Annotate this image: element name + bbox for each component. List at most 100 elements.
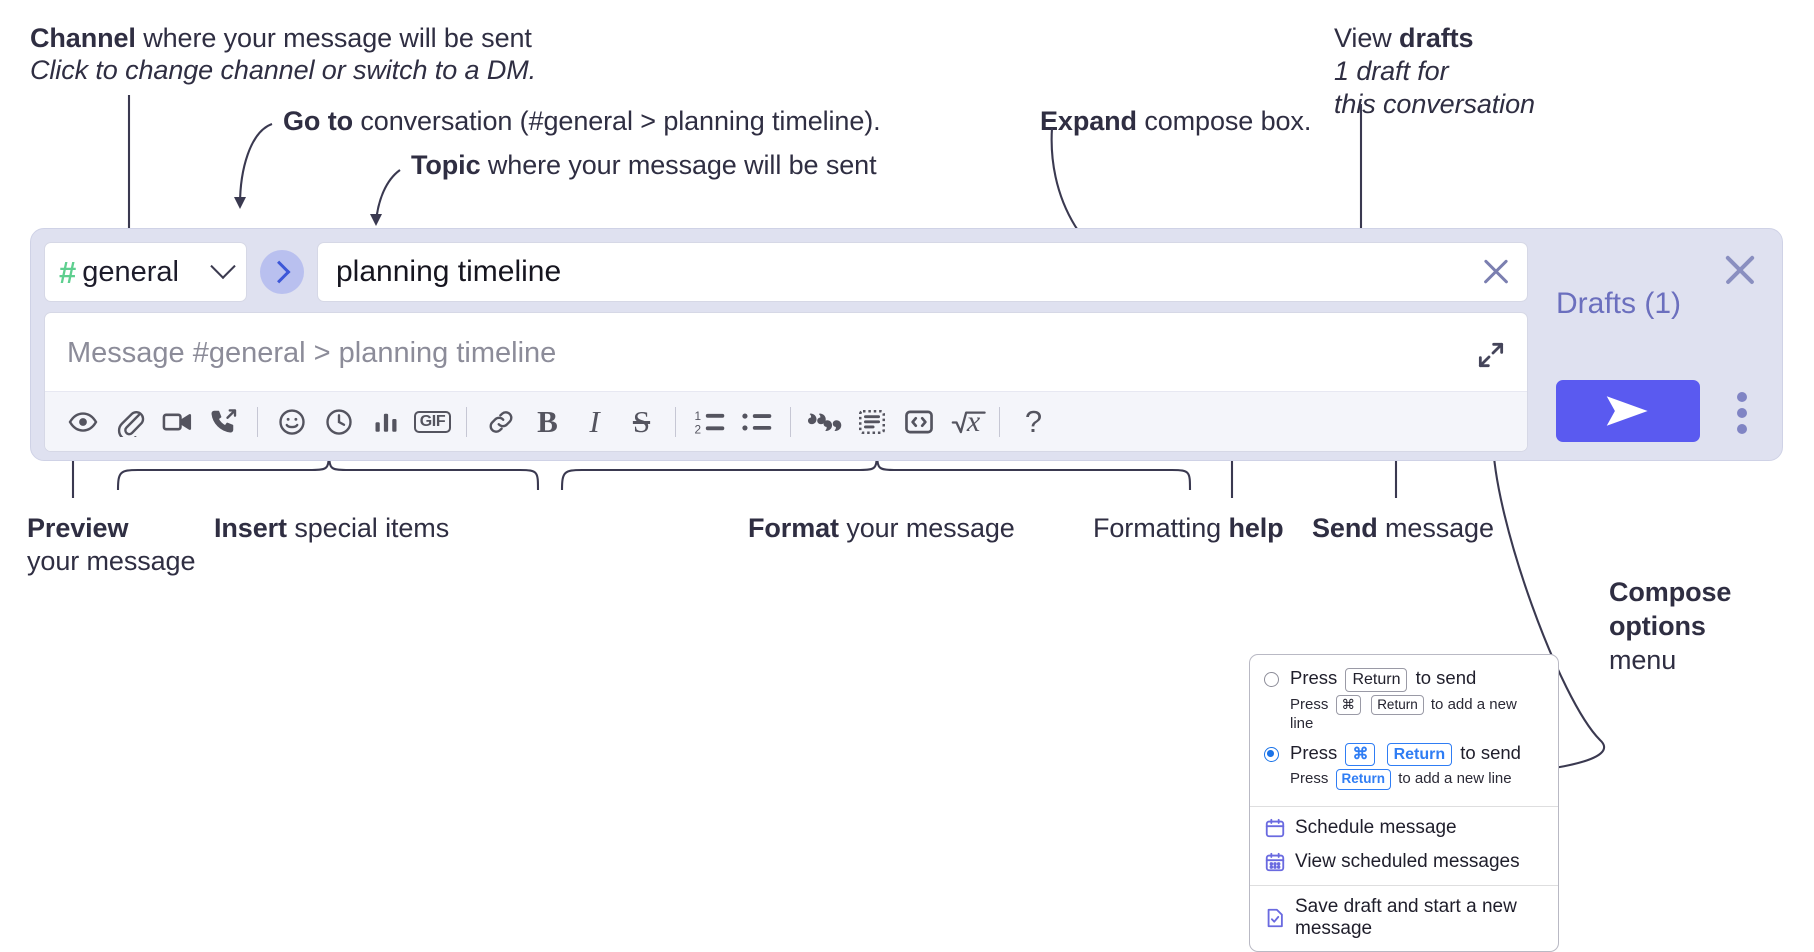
menu-option-1-sub: Press ⌘ Return to add a new line [1250,694,1558,742]
message-placeholder: Message #general > planning timeline [67,337,557,369]
menu-opt1-sub-suffix: to add a new line [1290,695,1517,732]
annotation-expand: Expand compose box. [1040,105,1311,138]
menu-option-return-to-send[interactable]: Press Return to send [1250,667,1558,692]
menu-item-save-draft[interactable]: Save draft and start a new message [1250,890,1558,951]
compose-header-row: # general planning timeline [44,242,1528,302]
bulleted-list-icon[interactable] [733,398,780,445]
annotation-drafts-bold: drafts [1399,23,1474,53]
menu-option-2-text: Press ⌘ Return to send [1290,742,1521,767]
emoji-smile-icon[interactable] [268,398,315,445]
annotation-send-bold: Send [1312,513,1378,543]
math-x-label: x [966,404,981,438]
chevron-right-icon [267,260,291,284]
paperclip-icon[interactable] [106,398,153,445]
close-icon[interactable] [1479,255,1513,289]
go-to-conversation-button[interactable] [260,250,304,294]
compose-main-column: # general planning timeline Message #gen… [44,242,1528,452]
annotation-topic-rest: where your message will be sent [480,150,877,180]
channel-name: general [82,255,179,288]
key-return: Return [1371,694,1424,715]
annotation-insert-bold: Insert [214,513,287,543]
topic-input[interactable]: planning timeline [317,242,1528,302]
strikethrough-icon[interactable]: S [632,403,651,439]
annotation-compose-opts-1: Compose [1609,577,1732,607]
key-return: Return [1335,769,1392,790]
annotation-expand-rest: compose box. [1136,106,1312,136]
hash-icon: # [59,254,77,290]
toolbar-divider [999,406,1000,437]
annotation-channel-sub-text: Click to change channel or switch to a D… [30,55,537,85]
radio-button-selected[interactable] [1264,746,1279,762]
annotation-drafts-pre: View [1334,23,1400,53]
annotation-goto-rest: conversation (#general > planning timeli… [352,106,881,136]
italic-icon[interactable]: I [589,403,600,439]
annotation-compose-opts-2: options [1609,610,1706,641]
annotation-insert: Insert special items [214,512,449,545]
key-return: Return [1345,668,1408,692]
annotation-drafts-line3: this conversation [1334,88,1535,119]
drafts-link[interactable]: Drafts (1) [1556,287,1682,320]
inline-code-icon[interactable] [895,398,942,445]
send-paper-plane-icon [1606,396,1648,426]
annotation-help-bold: help [1228,513,1284,543]
video-camera-icon[interactable] [153,398,200,445]
menu-item-view-scheduled[interactable]: View scheduled messages [1250,845,1558,879]
annotation-goto: Go to conversation (#general > planning … [283,105,881,138]
expand-diagonal-icon[interactable] [1475,339,1507,371]
annotation-help: Formatting help [1093,512,1284,545]
annotation-format: Format your message [748,512,1015,545]
message-input-area[interactable]: Message #general > planning timeline [44,312,1528,452]
clock-icon[interactable] [315,398,362,445]
gif-label: GIF [413,410,452,433]
annotation-goto-bold: Go to [283,106,353,136]
compose-box: # general planning timeline Message #gen… [30,228,1783,461]
menu-option-cmd-return-to-send[interactable]: Press ⌘ Return to send [1250,742,1558,767]
toolbar-divider [790,406,791,437]
annotation-drafts: View drafts 1 draft for this conversatio… [1334,22,1535,121]
annotation-preview-bold: Preview [27,513,129,543]
annotation-channel-sub: Click to change channel or switch to a D… [30,54,536,87]
annotation-topic-bold: Topic [411,150,481,180]
channel-selector[interactable]: # general [44,242,247,302]
more-vertical-icon[interactable] [1737,392,1747,434]
math-icon[interactable]: x [942,398,989,445]
topic-value: planning timeline [336,255,562,288]
link-icon[interactable] [477,398,524,445]
close-icon[interactable] [1721,251,1759,289]
menu-opt2-sub-press: Press [1290,770,1329,788]
menu-opt2-sub-suffix: to add a new line [1398,770,1512,788]
question-mark-icon[interactable]: ? [1024,403,1043,439]
annotation-insert-rest: special items [286,513,450,543]
menu-option-2-sub: Press Return to add a new line [1250,768,1558,799]
menu-opt1-sub-press: Press [1290,695,1329,713]
bold-icon[interactable]: B [537,403,558,439]
chevron-down-icon [210,253,236,280]
code-block-icon[interactable] [848,398,895,445]
menu-option-1-text: Press Return to send [1290,667,1476,692]
compose-options-menu: Press Return to send Press ⌘ Return to a… [1249,654,1559,952]
bar-chart-icon[interactable] [362,398,409,445]
menu-opt1-suffix: to send [1415,667,1477,688]
annotation-format-rest: your message [838,513,1015,543]
key-command: ⌘ [1345,742,1376,767]
calendar-grid-icon [1264,851,1286,873]
gif-icon[interactable]: GIF [409,398,456,445]
toolbar-divider [675,406,676,437]
menu-opt1-press: Press [1290,667,1338,688]
eye-icon[interactable] [59,398,106,445]
phone-forward-icon[interactable] [200,398,247,445]
radio-button[interactable] [1264,671,1279,687]
menu-item-schedule-message[interactable]: Schedule message [1250,811,1558,845]
kebab-dot [1737,408,1747,418]
save-draft-icon [1264,907,1286,929]
key-return: Return [1386,742,1453,767]
ordered-list-icon[interactable]: 1 2 [686,398,733,445]
annotation-compose-options: Compose options menu [1609,576,1731,677]
menu-divider [1250,884,1558,886]
send-button[interactable] [1556,380,1700,442]
annotation-expand-bold: Expand [1040,106,1137,136]
calendar-clock-icon [1264,817,1286,839]
kebab-dot [1737,392,1747,402]
menu-divider [1250,805,1558,807]
blockquote-icon[interactable] [801,398,848,445]
